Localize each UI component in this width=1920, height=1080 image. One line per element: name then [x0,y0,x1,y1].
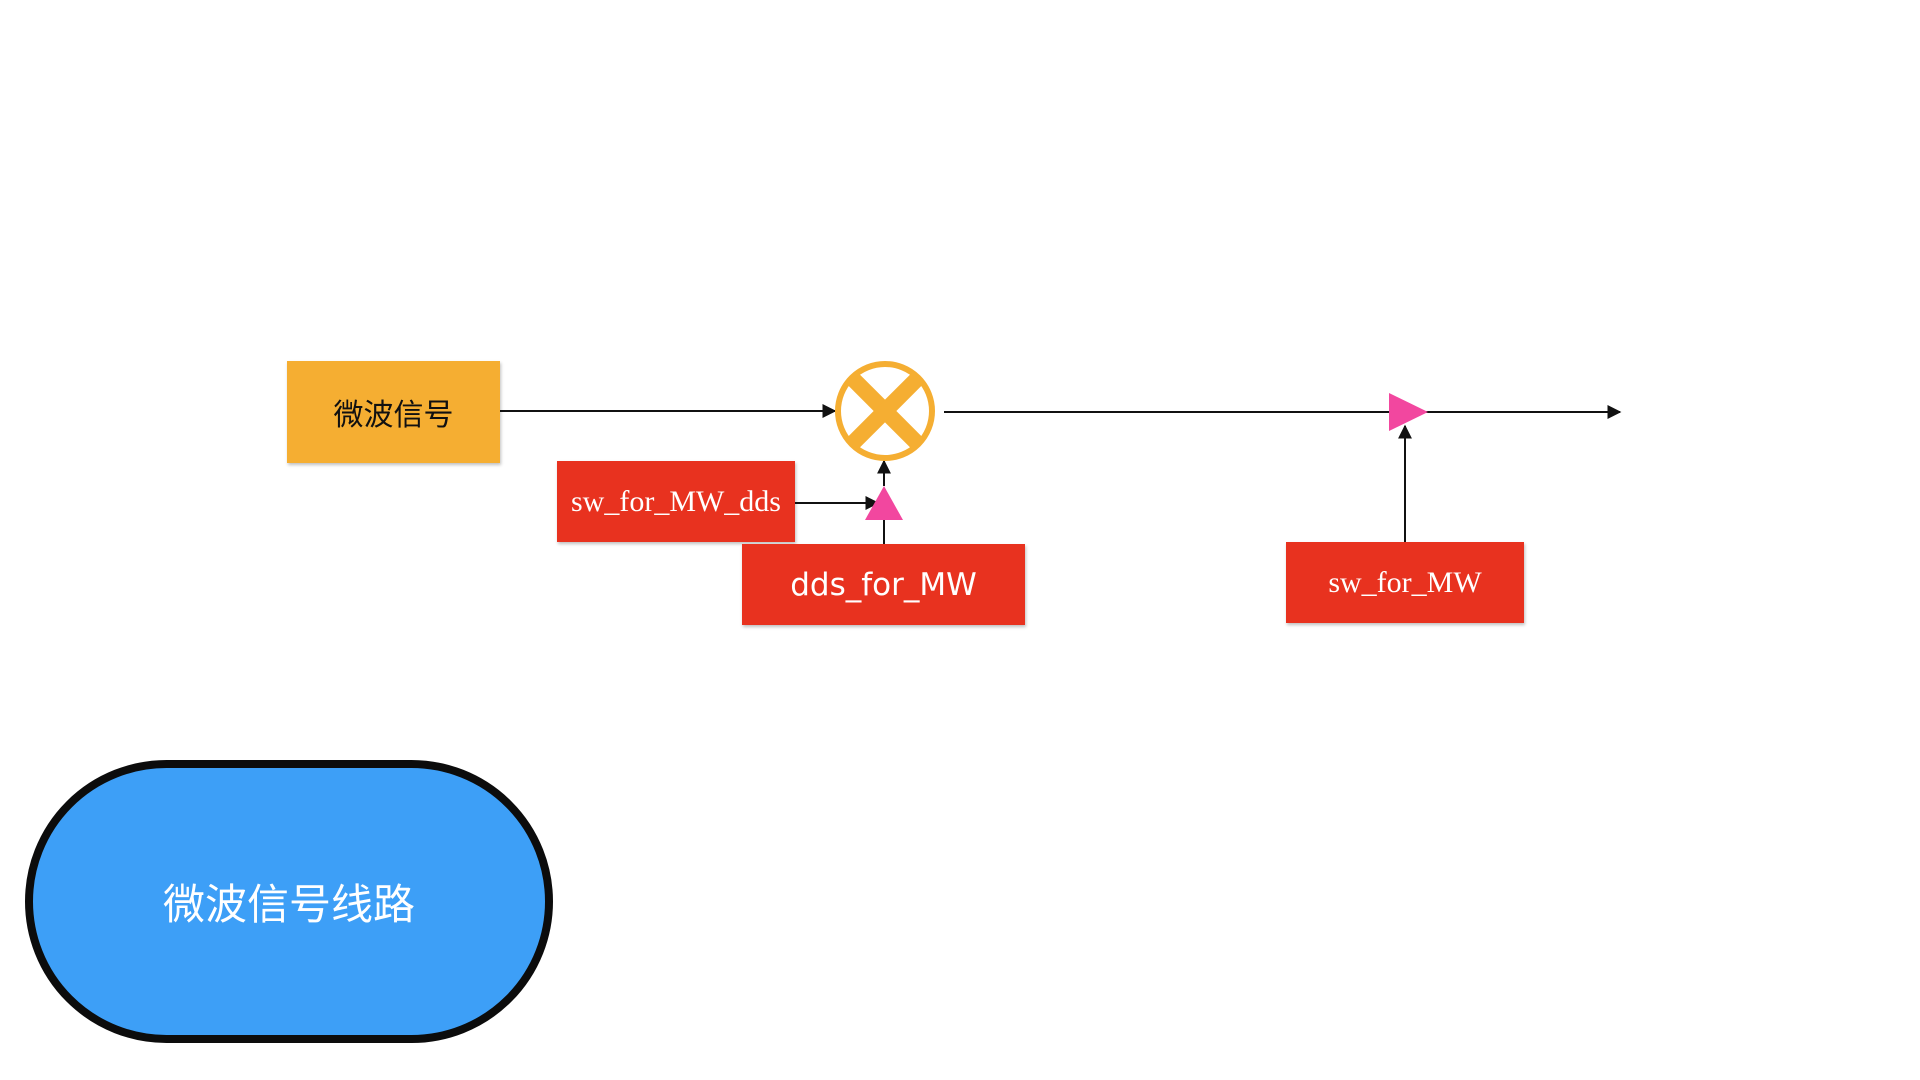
sw-for-mw-node: sw_for_MW [1286,542,1524,623]
dds-for-mw-node: dds_for_MW [742,544,1025,625]
sw-for-mw-label: sw_for_MW [1328,565,1482,599]
microwave-signal-label: 微波信号 [333,398,454,433]
dds-for-mw-label: dds_for_MW [790,566,977,603]
mixer-circle-x-icon [835,361,935,461]
output-switch-triangle-icon [1389,393,1428,431]
sw-for-mw-dds-label: sw_for_MW_dds [571,484,781,518]
microwave-signal-node: 微波信号 [287,361,500,463]
sw-for-mw-dds-node: sw_for_MW_dds [557,461,795,542]
diagram-title-pill: 微波信号线路 [25,760,553,1043]
dds-switch-triangle-icon [865,486,903,520]
diagram-title-label: 微波信号线路 [162,880,415,929]
